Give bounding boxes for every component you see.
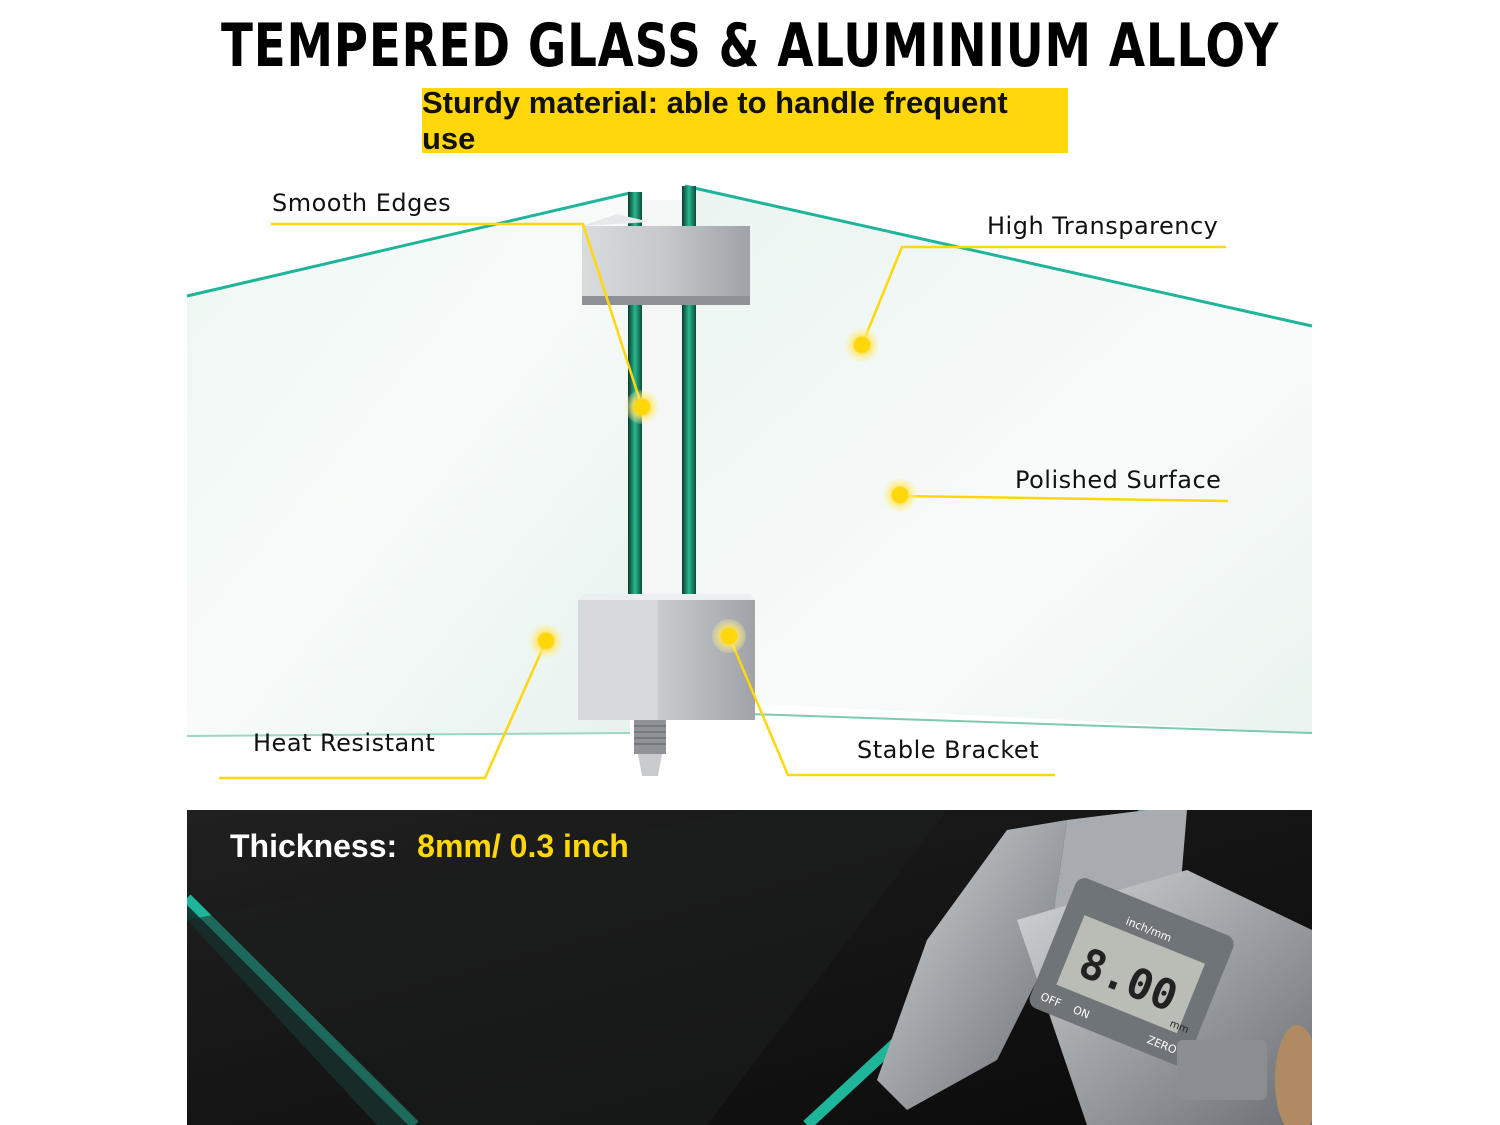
stable-bracket-leader	[727, 635, 1055, 777]
heat-resistant-leader	[219, 640, 548, 780]
high-transparency-leader	[860, 245, 1226, 346]
thickness-panel: 8.00 mm inch/mm OFF ON ZERO	[187, 810, 1312, 1125]
bracket-knob	[634, 720, 666, 776]
caliper-on-label: ON	[1071, 1003, 1092, 1021]
stable-bracket-label: Stable Bracket	[857, 736, 1040, 764]
high-transparency-dot	[845, 328, 879, 362]
right-glass-pane	[685, 186, 1312, 733]
high-transparency-label: High Transparency	[987, 212, 1219, 240]
smooth-edges-leader	[271, 222, 644, 408]
thickness-spec: Thickness: 8mm/ 0.3 inch	[230, 828, 629, 865]
top-bracket	[582, 214, 750, 305]
left-glass-pane	[187, 193, 630, 736]
smooth-edges-label: Smooth Edges	[272, 189, 452, 217]
bottom-bracket	[578, 594, 755, 720]
subheadline-banner: Sturdy material: able to handle frequent…	[422, 85, 1068, 156]
subheadline: Sturdy material: able to handle frequent…	[422, 84, 1008, 156]
polished-surface-dot	[883, 478, 917, 512]
heat-resistant-label: Heat Resistant	[253, 729, 436, 757]
polished-surface-label: Polished Surface	[1015, 466, 1222, 494]
caliper-grip	[1177, 1040, 1267, 1100]
thickness-value: 8mm/ 0.3 inch	[417, 828, 629, 864]
thumb	[1275, 1025, 1312, 1125]
thickness-label: Thickness:	[230, 828, 398, 864]
smooth-edges-dot	[625, 390, 659, 424]
caliper-jaw	[877, 820, 1067, 1110]
headline: TEMPERED GLASS & ALUMINIUM ALLOY	[220, 11, 1280, 81]
polished-surface-leader	[899, 494, 1229, 503]
caliper-display: 8.00 mm inch/mm OFF ON ZERO	[1029, 878, 1234, 1066]
stable-bracket-dot	[712, 619, 746, 653]
caliper-photo: 8.00 mm inch/mm OFF ON ZERO	[187, 810, 1312, 1125]
heat-resistant-dot	[529, 624, 563, 658]
